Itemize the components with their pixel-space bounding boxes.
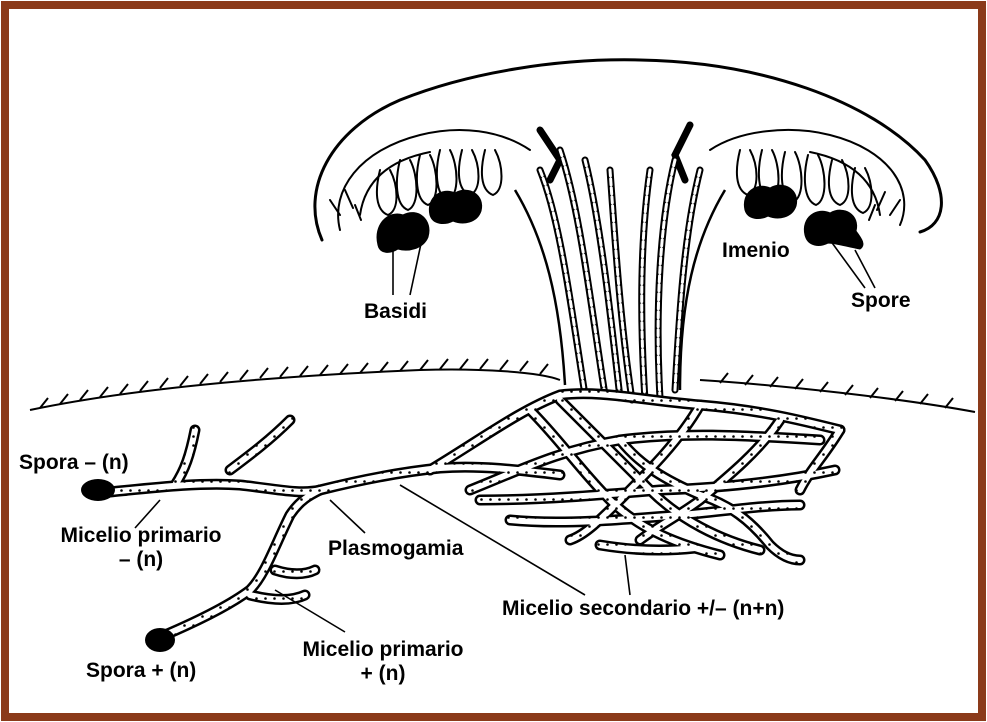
label-basidi: Basidi — [364, 300, 427, 324]
label-micelio-primario-plus-line2: + (n) — [288, 662, 478, 686]
label-micelio-primario-plus: Micelio primario + (n) — [288, 638, 478, 686]
label-spora-minus: Spora – (n) — [19, 451, 129, 475]
label-plasmogamia: Plasmogamia — [328, 537, 463, 561]
label-micelio-secondario: Micelio secondario +/– (n+n) — [502, 597, 784, 621]
frame-border — [5, 5, 982, 717]
label-imenio: Imenio — [722, 239, 790, 263]
label-micelio-primario-minus-line2: – (n) — [46, 548, 236, 572]
basidia-clusters — [377, 185, 863, 252]
label-micelio-primario-minus: Micelio primario – (n) — [46, 524, 236, 572]
label-spora-plus: Spora + (n) — [86, 659, 196, 683]
label-micelio-primario-minus-line1: Micelio primario — [46, 524, 236, 548]
spore-plus — [145, 628, 175, 652]
ground — [30, 359, 975, 412]
spore-minus — [81, 479, 115, 501]
label-spore: Spore — [851, 289, 911, 313]
label-micelio-primario-plus-line1: Micelio primario — [288, 638, 478, 662]
